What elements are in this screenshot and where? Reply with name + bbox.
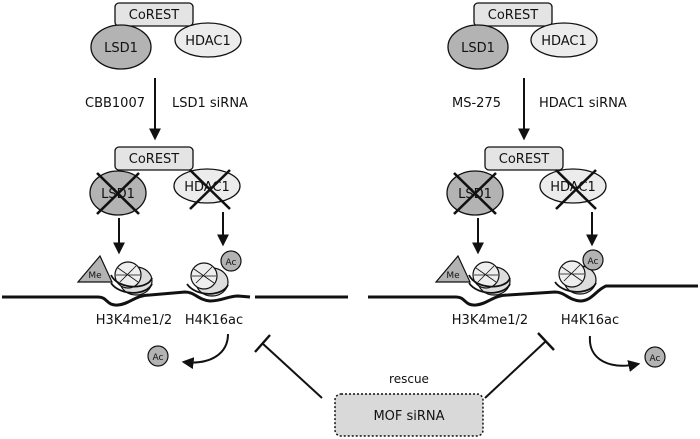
left-lsd1-cross-icon <box>96 172 140 215</box>
left-nucleosome-h3k4 <box>110 261 153 296</box>
left-hdac1-cross-icon <box>189 169 231 210</box>
right-inhibition-line <box>484 340 547 399</box>
left-inhibition-bar <box>254 334 271 353</box>
right-inhibitor-label: MS-275 <box>452 96 501 111</box>
mof-sirna-label: MOF siRNA <box>373 409 444 424</box>
right-inhibited-corest-label: CoREST <box>499 152 550 167</box>
right-top-hdac1-label: HDAC1 <box>541 34 587 49</box>
left-sirna-label: LSD1 siRNA <box>172 96 248 111</box>
right-release-curve-arrow <box>588 335 641 372</box>
right-sirna-label: HDAC1 siRNA <box>539 96 627 111</box>
right-top-lsd1-label: LSD1 <box>461 41 495 56</box>
left-methyl-triangle <box>76 254 113 283</box>
right-hdac1-cross-icon <box>555 169 597 210</box>
right-nucleosome-h4k16 <box>554 260 597 295</box>
right-methyl-tag: Me <box>446 271 460 281</box>
left-methyl-tag: Me <box>88 271 102 281</box>
left-inhibited-complex: CoREST LSD1 HDAC1 <box>89 146 241 216</box>
left-h4k16-label: H4K16ac <box>185 313 243 328</box>
left-inhibition-line <box>261 342 323 399</box>
right-nucleosome-h3k4 <box>468 261 511 296</box>
right-top-complex: CoREST LSD1 HDAC1 <box>447 2 598 70</box>
left-top-hdac1-oval <box>174 22 242 58</box>
right-inhibition-bar <box>537 332 555 351</box>
left-top-lsd1-label: LSD1 <box>104 41 138 56</box>
left-release-curve-arrow <box>181 333 229 370</box>
right-methyl-triangle <box>434 254 471 283</box>
right-h3k4-label: H3K4me1/2 <box>452 313 528 328</box>
right-released-acetyl-tag: Ac <box>650 354 661 364</box>
right-acetyl-circle <box>582 249 604 271</box>
left-top-complex: CoREST LSD1 HDAC1 <box>90 2 242 70</box>
right-released-acetyl-circle <box>644 346 666 368</box>
right-top-lsd1-oval <box>447 24 509 70</box>
mof-rescue-section: rescue MOF siRNA <box>254 332 555 437</box>
left-top-corest-box <box>114 2 194 27</box>
left-panel: CoREST LSD1 HDAC1 CBB1007 LSD1 siRNA CoR… <box>2 2 348 370</box>
right-lsd1-cross-icon <box>453 172 497 215</box>
right-inhibited-corest-box <box>484 146 564 171</box>
right-top-corest-label: CoREST <box>488 8 539 23</box>
right-acetyl-tag: Ac <box>588 257 599 267</box>
left-h3k4-label: H3K4me1/2 <box>96 313 172 328</box>
right-dna-strand <box>368 284 698 307</box>
left-inhibitor-label: CBB1007 <box>85 96 145 111</box>
left-dna-strand <box>2 290 251 307</box>
mof-sirna-box <box>334 393 484 437</box>
right-h4k16-label: H4K16ac <box>561 313 619 328</box>
right-panel: CoREST LSD1 HDAC1 MS-275 HDAC1 siRNA CoR… <box>368 2 698 372</box>
left-top-lsd1-oval <box>90 24 152 70</box>
left-inhibited-corest-box <box>114 146 194 171</box>
rescue-label: rescue <box>389 372 429 386</box>
left-nucleosome-h4k16 <box>186 262 229 297</box>
left-top-corest-label: CoREST <box>129 8 180 23</box>
left-acetyl-circle <box>220 250 242 272</box>
left-top-hdac1-label: HDAC1 <box>185 34 231 49</box>
left-released-acetyl-tag: Ac <box>153 353 164 363</box>
left-inhibited-corest-label: CoREST <box>129 152 180 167</box>
right-top-hdac1-oval <box>530 22 598 58</box>
left-released-acetyl-circle <box>147 345 169 367</box>
left-acetyl-tag: Ac <box>226 258 237 268</box>
right-inhibited-complex: CoREST LSD1 HDAC1 <box>446 146 607 216</box>
right-top-corest-box <box>473 2 553 27</box>
